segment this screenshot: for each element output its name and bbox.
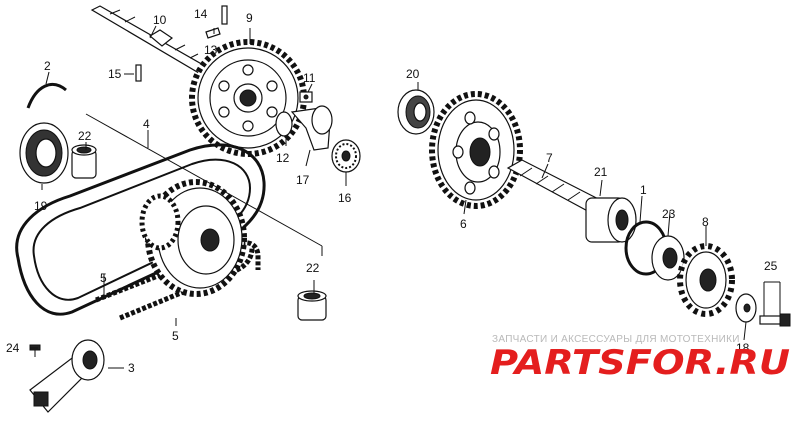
label-19: 19	[34, 199, 48, 213]
drive-sprocket-8	[677, 243, 735, 317]
label-21: 21	[594, 165, 608, 179]
pin-14	[221, 5, 228, 25]
label-16: 16	[338, 191, 352, 205]
watermark-brand: PARTSFOR.RU	[490, 343, 790, 383]
label-13: 13	[204, 43, 218, 57]
washer-18	[735, 293, 757, 323]
label-24: 24	[6, 341, 20, 355]
part-numbers: 10 14 9 13 15 2 4 22 19 11 12 17 16 22 5…	[6, 7, 778, 375]
gear-6	[429, 91, 523, 209]
label-3: 3	[128, 361, 135, 375]
label-23: 23	[662, 207, 676, 221]
label-15: 15	[108, 67, 122, 81]
pin-13	[205, 27, 221, 39]
chain-4	[15, 143, 266, 316]
label-5-upper: 5	[100, 271, 107, 285]
bolt-25	[759, 313, 791, 327]
watermark-caption: ЗАПЧАСТИ И АКСЕССУАРЫ ДЛЯ МОТОТЕХНИКИ	[492, 334, 740, 345]
shaft-10	[90, 5, 214, 77]
label-9: 9	[246, 11, 253, 25]
label-17: 17	[296, 173, 310, 187]
label-8: 8	[702, 215, 709, 229]
label-4: 4	[143, 117, 150, 131]
oil-seal-19	[19, 122, 69, 184]
label-2: 2	[44, 59, 51, 73]
collar-23	[651, 235, 685, 281]
bearing-21	[585, 197, 637, 243]
bolt-24	[29, 344, 41, 357]
label-25: 25	[764, 259, 778, 273]
circlip-2	[26, 83, 67, 109]
pin-15	[135, 64, 142, 82]
bearing-20	[397, 89, 435, 135]
label-7: 7	[546, 151, 553, 165]
watermark: ЗАПЧАСТИ И АКСЕССУАРЫ ДЛЯ МОТОТЕХНИКИ PA…	[490, 334, 790, 383]
label-1: 1	[640, 183, 647, 197]
label-12: 12	[276, 151, 290, 165]
spring-16	[331, 139, 361, 173]
leader-lines	[30, 25, 781, 369]
needle-bearing-22-upper	[71, 144, 97, 179]
chain-sprocket-assembly	[139, 179, 247, 297]
washer-11	[299, 91, 313, 103]
chain-tensioner-3	[29, 339, 105, 413]
label-22-lower: 22	[306, 261, 320, 275]
gear-9	[189, 39, 307, 157]
label-14: 14	[194, 7, 208, 21]
label-5-lower: 5	[172, 329, 179, 343]
label-11: 11	[303, 71, 316, 85]
label-18: 18	[736, 341, 750, 355]
label-20: 20	[406, 67, 420, 81]
spindle-17	[290, 105, 333, 151]
label-22-upper: 22	[78, 129, 92, 143]
ring-12	[275, 111, 293, 137]
label-6: 6	[460, 217, 467, 231]
needle-bearing-22-lower	[297, 290, 327, 321]
label-10: 10	[153, 13, 167, 27]
